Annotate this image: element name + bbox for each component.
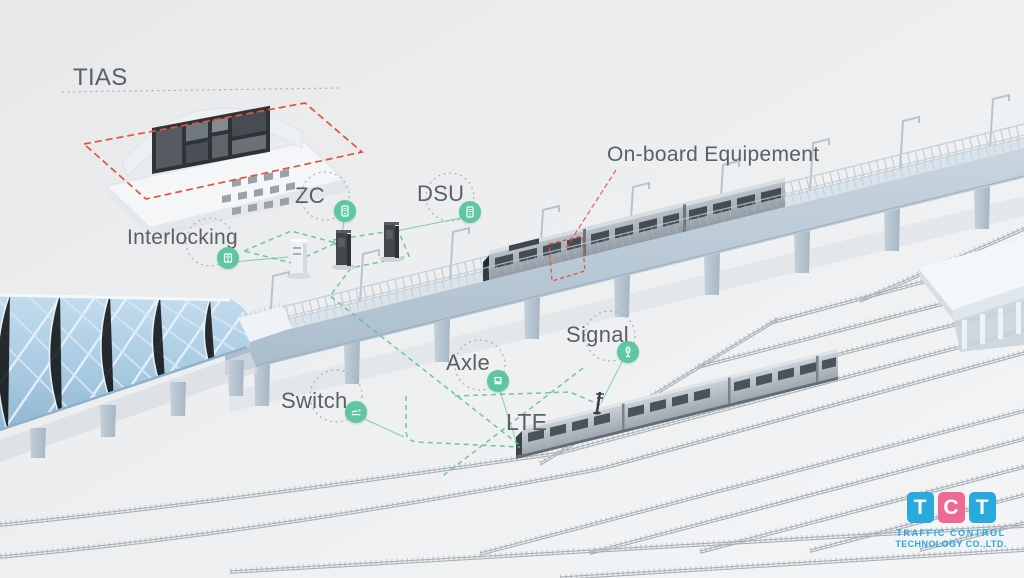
switch-point-machine-icon: [345, 401, 367, 423]
label-switch: Switch: [281, 388, 348, 413]
label-tias: TIAS: [73, 64, 128, 91]
depot-train: [516, 348, 838, 459]
station-platform: [238, 306, 292, 342]
logo-company-line2: TECHNOLOGY CO.,LTD.: [895, 539, 1007, 549]
viaduct-front-parapet: [223, 134, 1024, 375]
lte-antenna: [593, 391, 604, 415]
label-lte: LTE: [506, 409, 548, 435]
tct-logo: T C T TRAFFIC CONTROL TECHNOLOGY CO.,LTD…: [886, 492, 1016, 549]
logo-company-line1: TRAFFIC CONTROL: [896, 528, 1006, 538]
workstations: [222, 169, 295, 216]
signal-mast-icon: [617, 341, 639, 363]
equipment-cabinets: [287, 222, 404, 279]
logo-letter-t2: T: [968, 492, 996, 523]
onboard-outline: [548, 235, 586, 282]
red-highlights: [82, 102, 617, 282]
label-axle: Axle: [446, 350, 490, 375]
label-onboard-equipment: On-board Equipement: [607, 143, 820, 166]
tias-outline: [82, 102, 364, 200]
dsu-server-rack-icon: [459, 201, 481, 223]
control-center-model: [105, 105, 352, 236]
interlocking-cabinet-icon: [217, 247, 239, 269]
depot-building: [918, 238, 1024, 352]
label-dsu: DSU: [417, 181, 465, 206]
label-signal: Signal: [566, 322, 629, 347]
label-interlocking: Interlocking: [127, 226, 238, 249]
zc-server-rack-icon: [334, 200, 356, 222]
dotted-markers: [61, 87, 636, 423]
logo-letter-c: C: [937, 492, 965, 523]
label-zc: ZC: [295, 183, 325, 208]
catenary-poles: [269, 93, 1010, 325]
tct-logo-blocks: T C T: [886, 492, 1016, 523]
viaduct-piers: [254, 185, 990, 406]
video-wall: [152, 105, 270, 174]
logo-letter-t1: T: [906, 492, 934, 523]
axle-counter-icon: [487, 370, 509, 392]
